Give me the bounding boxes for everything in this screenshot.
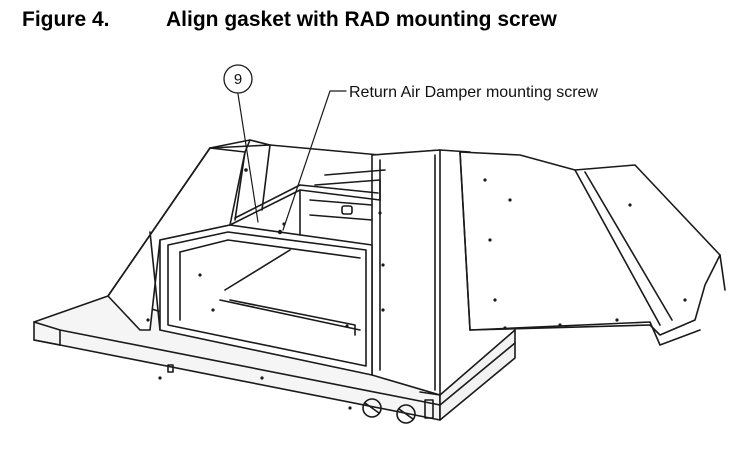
- knockout-holes: [167, 364, 434, 424]
- damper-rails: [229, 169, 386, 236]
- figure-number: Figure 4.: [22, 8, 110, 31]
- mounting-screws: [146, 168, 687, 410]
- balloon-number: 9: [234, 71, 242, 88]
- callout-leaders: [237, 90, 347, 231]
- open-damper-panel: [459, 151, 726, 346]
- figure-title: Align gasket with RAD mounting screw: [166, 8, 557, 31]
- item-balloon: [223, 64, 253, 94]
- center-box: [371, 149, 441, 396]
- screw-callout-label: Return Air Damper mounting screw: [349, 84, 598, 101]
- return-air-opening-frame: [159, 224, 373, 376]
